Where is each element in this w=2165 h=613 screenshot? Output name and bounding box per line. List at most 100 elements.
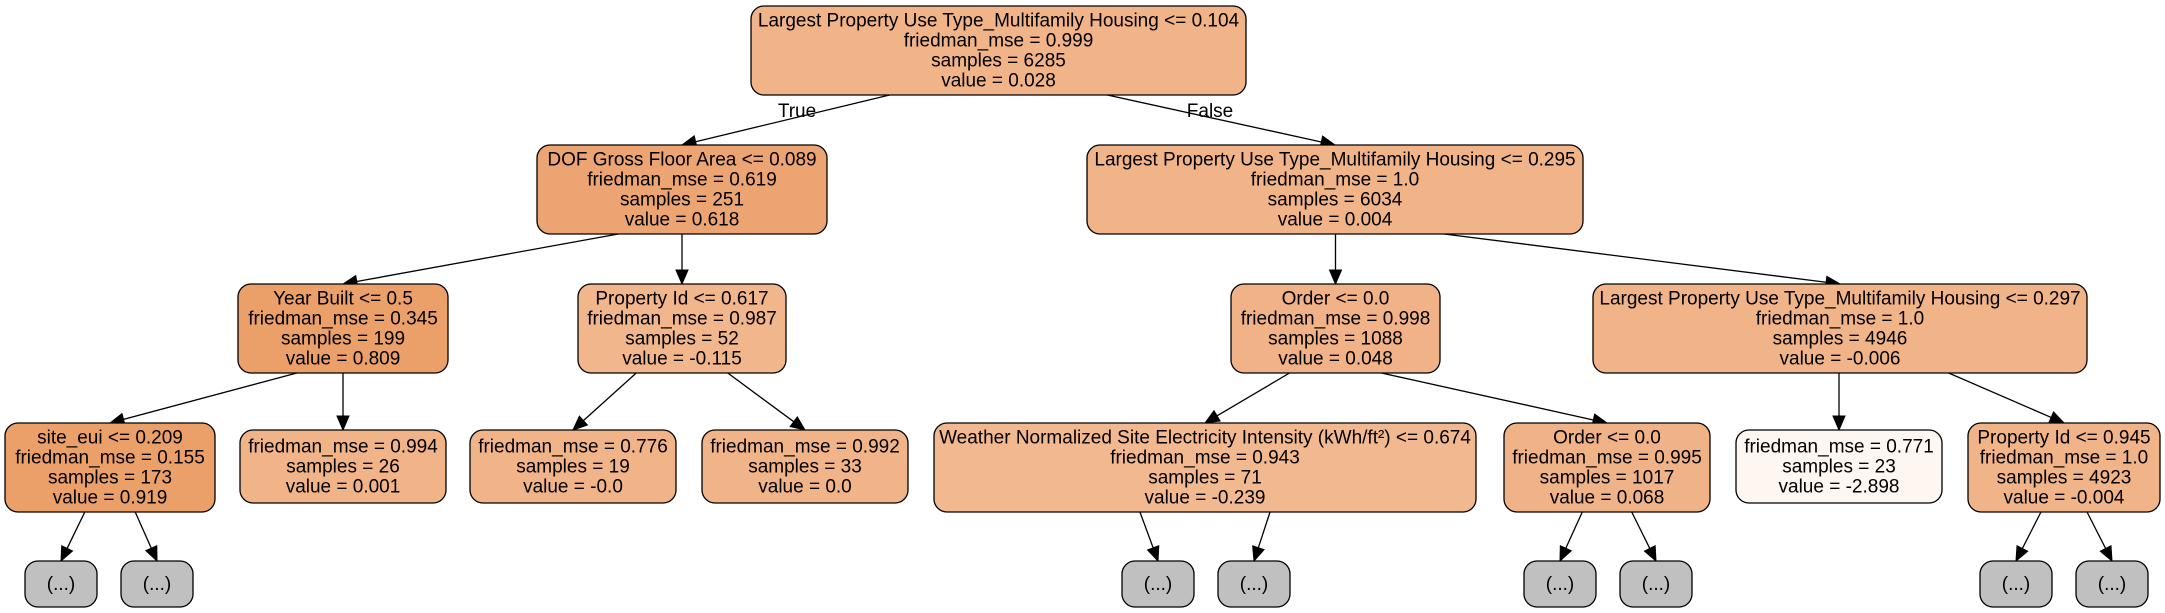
node-box bbox=[239, 429, 447, 504]
node-text-line: samples = 6034 bbox=[1268, 190, 1403, 211]
tree-edge bbox=[134, 511, 152, 549]
node-text-line: Largest Property Use Type_Multifamily Ho… bbox=[758, 11, 1240, 32]
collapsed-subtree-node: (...) bbox=[120, 560, 194, 608]
edge-arrowhead bbox=[572, 415, 589, 431]
node-box bbox=[1086, 144, 1584, 235]
tree-edge bbox=[582, 372, 637, 422]
collapsed-subtree-node: (...) bbox=[1217, 560, 1291, 608]
node-text-line: samples = 4946 bbox=[1773, 329, 1908, 350]
node-text-line: samples = 33 bbox=[748, 457, 862, 478]
collapsed-subtree-node: (...) bbox=[1619, 560, 1693, 608]
node-box bbox=[1592, 283, 2088, 374]
node-box bbox=[4, 422, 216, 513]
edge-arrowhead bbox=[1328, 269, 1343, 286]
collapsed-subtree-node: (...) bbox=[1979, 560, 2053, 608]
tree-edge bbox=[2086, 511, 2107, 549]
node-box bbox=[536, 144, 828, 235]
node-text-line: value = 0.618 bbox=[625, 210, 740, 231]
node-text-line: value = -0.0 bbox=[523, 477, 623, 498]
node-box bbox=[2075, 560, 2149, 608]
node-text-line: friedman_mse = 0.999 bbox=[904, 31, 1094, 52]
node-text-line: (...) bbox=[1240, 574, 1269, 595]
tree-edge bbox=[1139, 511, 1154, 549]
node-text-line: samples = 1017 bbox=[1540, 468, 1675, 489]
node-text-line: value = -0.115 bbox=[622, 349, 742, 370]
edge-arrowhead bbox=[60, 545, 74, 563]
node-box bbox=[469, 429, 677, 504]
node-text-line: value = -2.898 bbox=[1779, 477, 1900, 498]
edge-arrowhead bbox=[2015, 545, 2029, 563]
node-box bbox=[120, 560, 194, 608]
node-text-line: Year Built <= 0.5 bbox=[273, 289, 413, 310]
node-text-line: Largest Property Use Type_Multifamily Ho… bbox=[1599, 289, 2080, 310]
node-text-line: Weather Normalized Site Electricity Inte… bbox=[939, 428, 1471, 449]
edge-arrowhead bbox=[2048, 411, 2066, 424]
tree-edge bbox=[1631, 511, 1651, 549]
node-text-line: samples = 199 bbox=[281, 329, 405, 350]
edge-arrowhead bbox=[675, 269, 689, 286]
node-box bbox=[1979, 560, 2053, 608]
edge-arrowhead bbox=[789, 415, 807, 431]
node-text-line: Order <= 0.0 bbox=[1553, 428, 1661, 449]
node-text-line: value = 0.809 bbox=[286, 349, 401, 370]
tree-edge bbox=[1948, 372, 2052, 419]
node-text-line: samples = 4923 bbox=[1997, 468, 2132, 489]
node-text-line: Order <= 0.0 bbox=[1282, 289, 1390, 310]
node-text-line: value = 0.068 bbox=[1550, 488, 1665, 509]
node-text-line: samples = 52 bbox=[625, 329, 739, 350]
node-box bbox=[1523, 560, 1597, 608]
node-text-line: friedman_mse = 0.987 bbox=[587, 309, 777, 330]
edge-arrowhead bbox=[1252, 545, 1265, 563]
tree-edge bbox=[1216, 372, 1290, 417]
node-box bbox=[577, 283, 787, 374]
node-box bbox=[1121, 560, 1195, 608]
node-text-line: (...) bbox=[2098, 574, 2127, 595]
collapsed-subtree-node: (...) bbox=[1523, 560, 1597, 608]
node-text-line: Property Id <= 0.617 bbox=[595, 289, 768, 310]
collapsed-subtree-node: (...) bbox=[24, 560, 98, 608]
edge-arrowhead bbox=[1643, 545, 1657, 563]
node-box bbox=[1619, 560, 1693, 608]
edge-arrowhead bbox=[1832, 415, 1846, 432]
node-text-line: value = 0.001 bbox=[286, 477, 401, 498]
node-text-line: friedman_mse = 0.943 bbox=[1110, 448, 1300, 469]
edge-label-true: True bbox=[778, 101, 816, 122]
node-text-line: friedman_mse = 1.0 bbox=[1756, 309, 1924, 330]
node-text-line: friedman_mse = 0.776 bbox=[478, 437, 668, 458]
node-box bbox=[24, 560, 98, 608]
node-box bbox=[701, 429, 909, 504]
tree-edge bbox=[1381, 372, 1594, 421]
node-box bbox=[750, 5, 1247, 96]
tree-node-n2: Largest Property Use Type_Multifamily Ho… bbox=[1086, 144, 1584, 235]
tree-edge bbox=[2021, 511, 2042, 549]
node-text-line: Property Id <= 0.945 bbox=[1977, 428, 2150, 449]
node-text-line: friedman_mse = 0.771 bbox=[1744, 437, 1934, 458]
node-text-line: friedman_mse = 0.992 bbox=[710, 437, 900, 458]
node-text-line: (...) bbox=[2002, 574, 2031, 595]
tree-edges: True False bbox=[60, 94, 2113, 563]
edge-arrowhead bbox=[1146, 545, 1160, 563]
tree-edge bbox=[356, 233, 619, 283]
node-box bbox=[1967, 422, 2161, 513]
node-text-line: samples = 71 bbox=[1148, 468, 1262, 489]
node-text-line: site_eui <= 0.209 bbox=[37, 428, 183, 449]
node-text-line: friedman_mse = 0.995 bbox=[1512, 448, 1702, 469]
node-text-line: samples = 173 bbox=[48, 468, 172, 489]
node-text-line: samples = 23 bbox=[1782, 457, 1896, 478]
tree-edge bbox=[1444, 233, 1827, 283]
node-text-line: friedman_mse = 0.998 bbox=[1241, 309, 1431, 330]
node-box bbox=[933, 422, 1477, 513]
tree-node-n11: Weather Normalized Site Electricity Inte… bbox=[933, 422, 1477, 513]
node-box bbox=[1230, 283, 1441, 374]
node-text-line: value = 0.028 bbox=[941, 71, 1056, 92]
node-text-line: friedman_mse = 0.155 bbox=[15, 448, 205, 469]
node-text-line: friedman_mse = 1.0 bbox=[1251, 170, 1419, 191]
edge-label-false: False bbox=[1187, 101, 1233, 122]
